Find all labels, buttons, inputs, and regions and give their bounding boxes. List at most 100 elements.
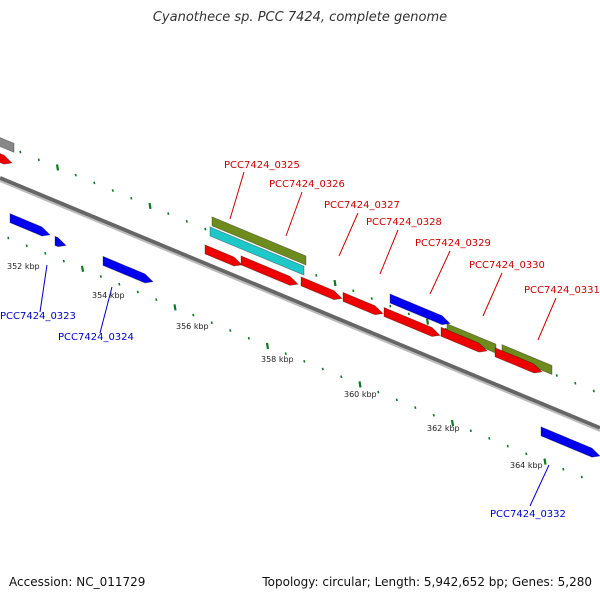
minor-tick <box>432 413 435 417</box>
gene-label-pcc7424_0331[interactable]: PCC7424_0331 <box>524 285 600 296</box>
tick-marks-inner <box>7 236 583 479</box>
gene-label-pcc7424_0327[interactable]: PCC7424_0327 <box>324 200 400 211</box>
gene-label-pcc7424_0325[interactable]: PCC7424_0325 <box>224 160 300 171</box>
scale-label-364: 364 kbp <box>510 461 543 470</box>
minor-tick <box>111 189 114 192</box>
minor-tick <box>525 452 528 456</box>
major-tick <box>148 202 152 210</box>
backbone-line <box>0 176 600 430</box>
reverse-gene-left <box>0 153 13 165</box>
major-tick <box>543 458 547 465</box>
scale-label-352: 352 kbp <box>7 262 40 271</box>
major-tick <box>450 419 455 427</box>
major-tick <box>55 164 60 171</box>
scale-label-356: 356 kbp <box>176 322 209 331</box>
minor-tick <box>62 259 65 263</box>
gene-features[interactable] <box>0 133 600 458</box>
minor-tick <box>389 304 392 308</box>
minor-tick <box>562 467 565 471</box>
accession-text: Accession: NC_011729 <box>9 575 146 589</box>
major-tick <box>358 381 362 388</box>
genome-backbone <box>0 176 600 432</box>
major-tick <box>425 318 430 325</box>
major-tick <box>333 279 337 287</box>
minor-tick <box>580 475 583 479</box>
minor-tick <box>284 352 287 356</box>
reverse-gene-0327a <box>204 244 243 267</box>
leader-line-pcc7424_0328 <box>379 229 399 275</box>
minor-tick <box>574 381 577 385</box>
minor-tick <box>229 329 232 332</box>
forward-gene-0324 <box>102 255 154 284</box>
minor-tick <box>210 321 213 325</box>
olive-feature-0325 <box>211 216 307 266</box>
minor-tick <box>130 196 133 200</box>
forward-gene-0323 <box>9 213 51 237</box>
minor-tick <box>555 374 558 377</box>
scale-label-358: 358 kbp <box>261 355 294 364</box>
leader-line-pcc7424_0327 <box>338 212 359 257</box>
reverse-gene-0331 <box>494 347 543 374</box>
gene-label-pcc7424_0326[interactable]: PCC7424_0326 <box>269 179 345 190</box>
minor-tick <box>414 406 417 409</box>
minor-tick <box>352 289 355 293</box>
minor-tick <box>118 282 121 286</box>
leader-line-pcc7424_0331 <box>537 297 557 341</box>
gene-label-pcc7424_0329[interactable]: PCC7424_0329 <box>415 238 491 249</box>
minor-tick <box>506 444 509 448</box>
grey-feature-left <box>0 137 15 153</box>
gene-label-pcc7424_0328[interactable]: PCC7424_0328 <box>366 217 442 228</box>
major-tick <box>80 265 85 273</box>
reverse-gene-0330 <box>440 326 488 353</box>
minor-tick <box>488 437 491 440</box>
backbone-highlight <box>0 180 600 432</box>
minor-tick <box>99 275 102 278</box>
minor-tick <box>592 389 595 393</box>
map-title: Cyanothece sp. PCC 7424, complete genome <box>152 10 448 25</box>
olive-feature-0331 <box>501 344 553 376</box>
minor-tick <box>377 390 380 394</box>
label-leader-lines <box>39 171 557 507</box>
forward-gene-0329 <box>389 293 451 326</box>
leader-line-pcc7424_0330 <box>482 272 503 317</box>
leader-line-pcc7424_0332 <box>529 464 550 507</box>
minor-tick <box>44 252 47 255</box>
leader-line-pcc7424_0325 <box>229 171 245 220</box>
minor-tick <box>19 150 22 154</box>
leader-line-pcc7424_0326 <box>285 191 303 237</box>
cyan-feature-0326 <box>209 226 305 276</box>
gene-label-pcc7424_0323[interactable]: PCC7424_0323 <box>0 311 76 322</box>
reverse-gene-0327b <box>240 255 299 286</box>
reverse-gene-0328b <box>342 291 384 316</box>
major-tick <box>265 342 270 350</box>
scale-label-360: 360 kbp <box>344 390 377 399</box>
reverse-gene-0328 <box>300 276 343 301</box>
leader-line-pcc7424_0329 <box>429 250 451 295</box>
minor-tick <box>74 173 77 177</box>
minor-tick <box>192 313 195 317</box>
minor-tick <box>315 273 318 277</box>
gene-label-pcc7424_0324[interactable]: PCC7424_0324 <box>58 332 134 343</box>
gene-label-pcc7424_0330[interactable]: PCC7424_0330 <box>469 260 545 271</box>
minor-tick <box>321 367 324 371</box>
genome-summary-text: Topology: circular; Length: 5,942,652 bp… <box>262 575 592 589</box>
gene-label-pcc7424_0332[interactable]: PCC7424_0332 <box>490 509 566 520</box>
minor-tick <box>7 236 10 240</box>
minor-tick <box>167 212 170 216</box>
minor-tick <box>155 298 158 302</box>
minor-tick <box>370 297 373 300</box>
forward-gene-small <box>54 235 67 248</box>
minor-tick <box>395 398 398 402</box>
forward-gene-0332 <box>540 426 600 458</box>
minor-tick <box>93 181 96 185</box>
reverse-gene-0329 <box>383 306 441 337</box>
minor-tick <box>204 227 207 231</box>
leader-line-pcc7424_0323 <box>39 264 48 313</box>
minor-tick <box>136 290 139 294</box>
minor-tick <box>37 158 40 162</box>
scale-label-354: 354 kbp <box>92 291 125 300</box>
